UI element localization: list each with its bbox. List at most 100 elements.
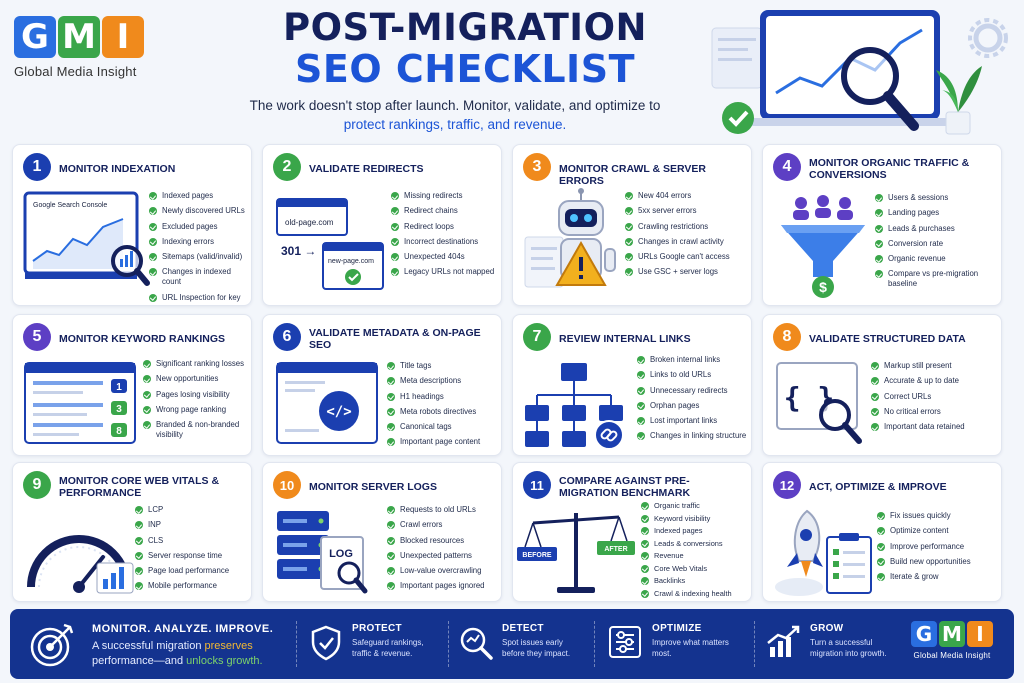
list-item: Indexing errors <box>149 237 251 247</box>
list-item: Fix issues quickly <box>877 511 1001 521</box>
checklist: Organic traffic Keyword visibility Index… <box>641 501 751 601</box>
card-number: 1 <box>23 153 51 181</box>
list-item: URL Inspection for key pages <box>149 293 251 305</box>
search-console-chart-icon: Google Search Console <box>23 191 150 286</box>
checklist: Indexed pages Newly discovered URLs Excl… <box>149 191 251 305</box>
card-structured-data: 8 VALIDATE STRUCTURED DATA { } Markup st… <box>762 314 1002 456</box>
list-item: Optimize content <box>877 526 1001 536</box>
list-item: Leads & conversions <box>641 539 751 549</box>
list-item: Organic revenue <box>875 254 1001 264</box>
checklist: Fix issues quickly Optimize content Impr… <box>877 511 1001 587</box>
list-item: Crawl errors <box>387 520 501 530</box>
list-item: Blocked resources <box>387 536 501 546</box>
card-keyword-rankings: 5 MONITOR KEYWORD RANKINGS 1 3 8 Signifi… <box>12 314 252 456</box>
magnifier-icon <box>460 627 493 660</box>
list-item: Redirect loops <box>391 222 501 232</box>
ranking-list-icon: 1 3 8 <box>24 362 136 444</box>
old-url-label: old-page.com <box>285 218 334 227</box>
divider <box>594 621 595 667</box>
list-item: Iterate & grow <box>877 572 1001 582</box>
list-item: INP <box>135 520 251 530</box>
growth-chart-icon <box>767 625 800 657</box>
card-title: MONITOR INDEXATION <box>59 163 176 175</box>
link-icon <box>594 420 624 450</box>
list-item: Changes in linking structure <box>637 431 751 441</box>
robot-warning-icon <box>524 188 616 288</box>
footer-message: MONITOR. ANALYZE. IMPROVE. A successful … <box>92 623 292 669</box>
list-item: Compare vs pre-migration baseline <box>875 269 1001 289</box>
card-number: 6 <box>273 323 301 351</box>
list-item: Unnecessary redirects <box>637 386 751 396</box>
rank-badge: 3 <box>116 404 122 415</box>
list-item: Meta robots directives <box>387 407 501 417</box>
list-item: Orphan pages <box>637 401 751 411</box>
check-badge-icon <box>722 102 754 134</box>
card-number: 8 <box>773 323 801 351</box>
dollar-symbol: $ <box>819 279 827 295</box>
shield-icon <box>311 625 341 661</box>
list-item: Changes in indexed count <box>149 267 251 287</box>
list-item: Revenue <box>641 551 751 561</box>
card-internal-links: 7 REVIEW INTERNAL LINKS Broken internal … <box>512 314 752 456</box>
checklist: Missing redirects Redirect chains Redire… <box>391 191 501 283</box>
logo-tile-g: G <box>14 16 56 58</box>
list-item: Title tags <box>387 361 501 371</box>
tagline-highlight: unlocks growth. <box>186 655 263 667</box>
footer-headline: MONITOR. ANALYZE. IMPROVE. <box>92 623 274 635</box>
list-item: Crawling restrictions <box>625 222 751 232</box>
card-title: MONITOR SERVER LOGS <box>309 481 437 493</box>
list-item: Indexed pages <box>641 526 751 536</box>
list-item: Page load performance <box>135 566 251 576</box>
footer-item-heading: GROW <box>810 623 844 634</box>
structured-data-icon: { } <box>776 362 862 444</box>
list-item: Core Web Vitals <box>641 564 751 574</box>
rank-badge: 1 <box>116 382 122 393</box>
card-organic-traffic: 4 MONITOR ORGANIC TRAFFIC & CONVERSIONS … <box>762 144 1002 306</box>
list-item: Incorrect destinations <box>391 237 501 247</box>
card-metadata-onpage: 6 VALIDATE METADATA & ON-PAGE SEO </> Ti… <box>262 314 502 456</box>
sliders-icon <box>609 626 641 658</box>
list-item: Crawl & indexing health <box>641 589 751 599</box>
conversion-funnel-icon: $ <box>781 195 865 298</box>
card-title: VALIDATE REDIRECTS <box>309 163 424 175</box>
card-server-logs: 10 MONITOR SERVER LOGS LOG Requests to o… <box>262 462 502 602</box>
list-item: Unexpected patterns <box>387 551 501 561</box>
list-item: Correct URLs <box>871 392 1001 402</box>
card-number: 9 <box>23 471 51 499</box>
logo-tile-g: G <box>911 621 937 647</box>
brand-logo: G M I Global Media Insight <box>14 16 164 79</box>
list-item: Changes in crawl activity <box>625 237 751 247</box>
checklist: Markup still present Accurate & up to da… <box>871 361 1001 437</box>
list-item: Important data retained <box>871 422 1001 432</box>
brand-name: Global Media Insight <box>14 64 137 79</box>
before-label: BEFORE <box>522 552 552 559</box>
list-item: Wrong page ranking <box>143 405 251 415</box>
list-item: Sitemaps (valid/invalid) <box>149 252 251 262</box>
card-title: ACT, OPTIMIZE & IMPROVE <box>809 481 947 493</box>
rocket-checklist-icon <box>775 509 872 596</box>
list-item: Indexed pages <box>149 191 251 201</box>
checklist: Title tags Meta descriptions H1 headings… <box>387 361 501 453</box>
checklist-clipboard-icon <box>826 533 872 594</box>
subtitle-line-1: The work doesn't stop after launch. Moni… <box>249 98 661 113</box>
server-log-icon: LOG <box>277 511 368 594</box>
title-line-1: POST-MIGRATION <box>282 6 647 49</box>
logo-tile-i: I <box>102 16 144 58</box>
card-number: 7 <box>523 323 551 351</box>
footer-brand-logo: G M I Global Media Insight <box>904 621 1000 660</box>
card-monitor-indexation: 1 MONITOR INDEXATION Google Search Conso… <box>12 144 252 306</box>
list-item: Keyword visibility <box>641 514 751 524</box>
list-item: New 404 errors <box>625 191 751 201</box>
list-item: Leads & purchases <box>875 224 1001 234</box>
list-item: URLs Google can't access <box>625 252 751 262</box>
checklist: Significant ranking losses New opportuni… <box>143 359 251 445</box>
logo-tile-m: M <box>939 621 965 647</box>
hero-illustration <box>711 10 1008 135</box>
card-title: MONITOR CORE WEB VITALS & PERFORMANCE <box>59 475 220 499</box>
divider <box>448 621 449 667</box>
list-item: Use GSC + server logs <box>625 267 751 277</box>
